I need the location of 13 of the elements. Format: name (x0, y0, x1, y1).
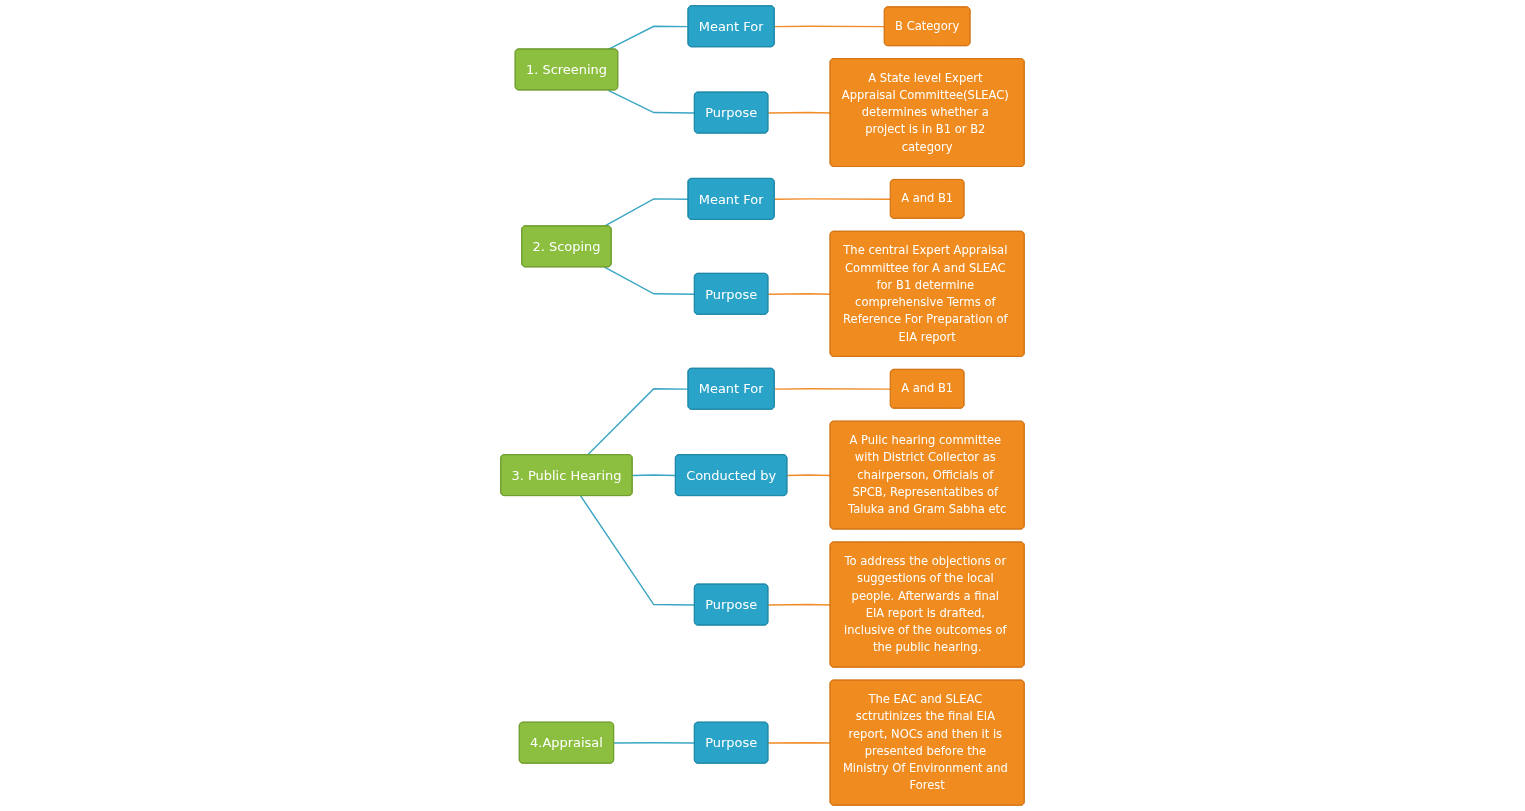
connector (579, 495, 696, 606)
connector (767, 111, 832, 114)
connector (773, 198, 892, 200)
connector (786, 474, 832, 477)
connector (767, 293, 832, 295)
connector (767, 741, 832, 744)
connector (603, 266, 696, 295)
connector (773, 388, 892, 390)
connector (631, 474, 677, 477)
connector (773, 25, 886, 28)
connector (767, 603, 832, 606)
connector (613, 741, 696, 744)
connector (607, 89, 696, 114)
